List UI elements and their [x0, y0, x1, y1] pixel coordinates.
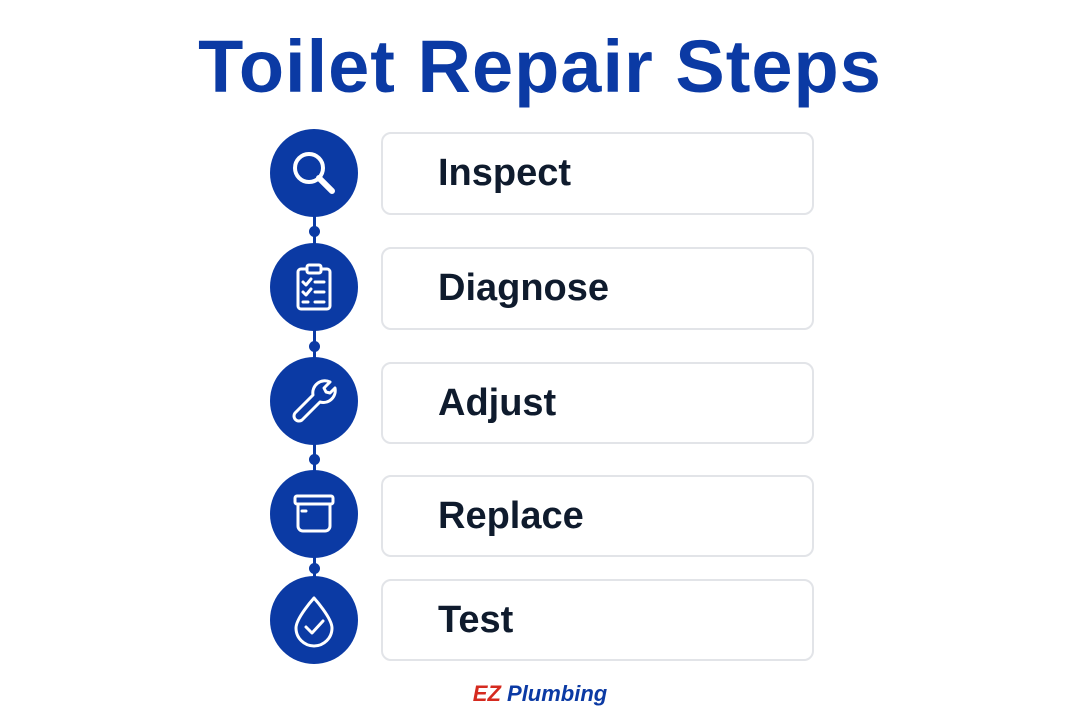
connector-dot [309, 454, 320, 465]
magnifying-glass-icon [270, 129, 358, 217]
page-title: Toilet Repair Steps [198, 25, 882, 108]
step-label: Inspect [438, 152, 572, 194]
brand-name: Plumbing [507, 681, 608, 706]
step-card-adjust: Adjust [381, 362, 814, 444]
connector-dot [309, 563, 320, 574]
step-card-test: Test [381, 579, 814, 661]
water-drop-check-icon [270, 576, 358, 664]
wrench-icon [270, 357, 358, 445]
connector-dot [309, 341, 320, 352]
clipboard-checklist-icon [270, 243, 358, 331]
brand-prefix: EZ [472, 681, 501, 706]
step-card-diagnose: Diagnose [381, 247, 814, 330]
brand-logo: EZ Plumbing [0, 680, 1080, 708]
step-label: Test [438, 598, 514, 641]
step-card-inspect: Inspect [381, 132, 814, 215]
connector-dot [309, 226, 320, 237]
step-label: Diagnose [438, 267, 610, 309]
step-label: Replace [438, 494, 584, 537]
step-label: Adjust [438, 381, 557, 424]
step-card-replace: Replace [381, 475, 814, 557]
toilet-tank-icon [270, 470, 358, 558]
